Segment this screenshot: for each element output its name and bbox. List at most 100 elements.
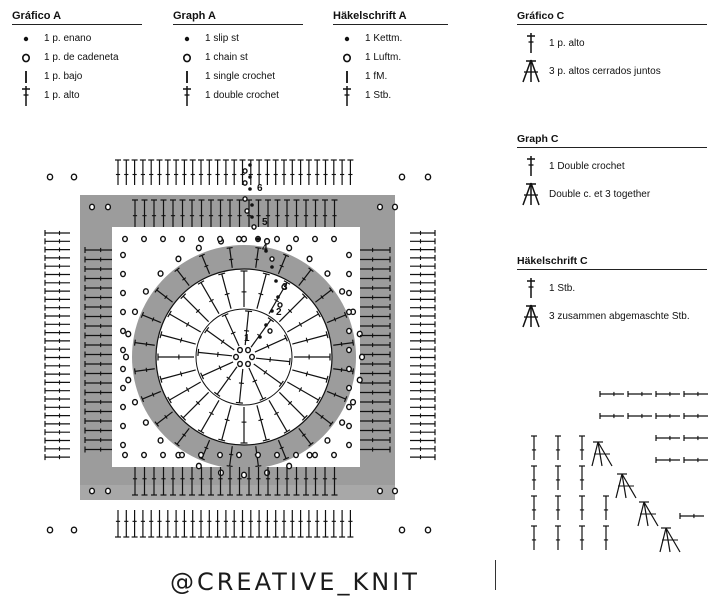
- legend-label: 1 double crochet: [205, 90, 279, 101]
- chain-stitch-icon: [173, 50, 201, 66]
- dc-cap: [135, 340, 136, 346]
- slip-stitch: [248, 175, 252, 179]
- double-crochet: [684, 457, 708, 463]
- corner-decrease-chart: [520, 380, 710, 555]
- double-crochet: [148, 510, 154, 537]
- double-crochet: [410, 263, 435, 269]
- double-crochet: [684, 413, 708, 419]
- double-crochet: [410, 396, 435, 402]
- chain-stitch: [71, 174, 76, 180]
- dc-bar: [229, 454, 233, 455]
- double-crochet: [306, 510, 312, 537]
- chain-stitch: [242, 236, 247, 241]
- chain-stitch: [143, 420, 148, 425]
- legend-title: Graph A: [173, 10, 303, 25]
- chain-stitch: [106, 204, 111, 209]
- double-crochet: [410, 404, 435, 410]
- slip-stitch: [250, 203, 254, 207]
- double-crochet: [115, 510, 121, 537]
- legend-row: 1 chain st: [173, 48, 303, 67]
- double-crochet: [140, 510, 146, 537]
- chain-stitch: [307, 256, 312, 261]
- chain-stitch: [143, 289, 148, 294]
- double-crochet: [531, 496, 537, 520]
- double-crochet: [198, 510, 204, 537]
- double-crochet: [45, 280, 70, 286]
- slip-stitch: [258, 335, 262, 339]
- chain-stitch: [176, 256, 181, 261]
- chain-stitch-icon: [333, 50, 361, 66]
- chain-stitch: [142, 452, 147, 457]
- double-crochet: [45, 413, 70, 419]
- legend-label: 1 p. de cadeneta: [44, 52, 119, 63]
- dc-bar: [255, 259, 259, 260]
- chain-stitch: [347, 328, 352, 333]
- double-crochet: [240, 510, 246, 537]
- double-crochet: [165, 160, 171, 185]
- chain-stitch: [325, 438, 330, 443]
- round-number-2: 2: [276, 307, 282, 318]
- double-crochet: [579, 526, 585, 550]
- double-crochet: [157, 510, 163, 537]
- double-crochet: [555, 436, 561, 460]
- chain-stitch: [218, 236, 223, 241]
- round-number-5: 5: [262, 217, 268, 228]
- double-crochet: [410, 296, 435, 302]
- dc-cap: [353, 368, 354, 374]
- double-crochet: [206, 160, 212, 185]
- dc3tog-icon: [517, 58, 545, 84]
- double-crochet: [410, 272, 435, 278]
- dc-cap: [255, 466, 261, 467]
- double-crochet: [45, 247, 70, 253]
- chain-stitch: [246, 361, 251, 366]
- legend-label: 3 p. altos cerrados juntos: [549, 66, 661, 77]
- chain-stitch: [357, 377, 362, 382]
- double-crochet: [289, 160, 295, 185]
- double-crochet: [323, 510, 329, 537]
- double-crochet: [264, 510, 270, 537]
- double-crochet: [45, 355, 70, 361]
- chain-stitch: [133, 309, 138, 314]
- double-crochet: [410, 454, 435, 460]
- chain-stitch: [142, 236, 147, 241]
- chain-stitch: [47, 527, 52, 533]
- double-crochet: [628, 391, 652, 397]
- chain-stitch: [124, 354, 129, 359]
- double-crochet: [555, 526, 561, 550]
- dc-cap: [353, 340, 354, 346]
- double-crochet: [181, 160, 187, 185]
- double-crochet: [347, 510, 353, 537]
- double-crochet: [281, 510, 287, 537]
- legend-items: 1 Kettm.1 Luftm.1 fM.1 Stb.: [333, 29, 448, 105]
- chain-stitch: [243, 197, 247, 201]
- legend-label: 1 p. enano: [44, 33, 91, 44]
- legend-row: 1 p. alto: [517, 29, 707, 57]
- legend-label: 1 Stb.: [365, 90, 391, 101]
- double-crochet: [273, 160, 279, 185]
- slip-stitch: [248, 163, 252, 167]
- double-crochet: [45, 454, 70, 460]
- slip-stitch: [274, 279, 278, 283]
- legend-title: Graph C: [517, 133, 707, 148]
- chain-stitch: [378, 204, 383, 209]
- legend-row: 1 p. de cadeneta: [12, 48, 142, 67]
- chain-stitch: [246, 348, 251, 353]
- chain-stitch: [425, 174, 430, 180]
- legend-graph-a-german: Häkelschrift A 1 Kettm.1 Luftm.1 fM.1 St…: [333, 10, 448, 105]
- double-crochet: [555, 466, 561, 490]
- chain-stitch: [121, 347, 126, 352]
- slip-stitch: [270, 265, 274, 269]
- double-crochet: [531, 526, 537, 550]
- double-crochet-icon: [517, 277, 545, 299]
- double-crochet: [45, 305, 70, 311]
- chain-stitch: [121, 423, 126, 428]
- slip-stitch-icon: [12, 31, 40, 47]
- dc3tog-icon: [517, 303, 545, 329]
- slip-stitch: [264, 323, 268, 327]
- chain-stitch: [238, 348, 243, 353]
- chain-stitch: [313, 452, 318, 457]
- double-crochet: [223, 510, 229, 537]
- chain-stitch: [123, 452, 128, 457]
